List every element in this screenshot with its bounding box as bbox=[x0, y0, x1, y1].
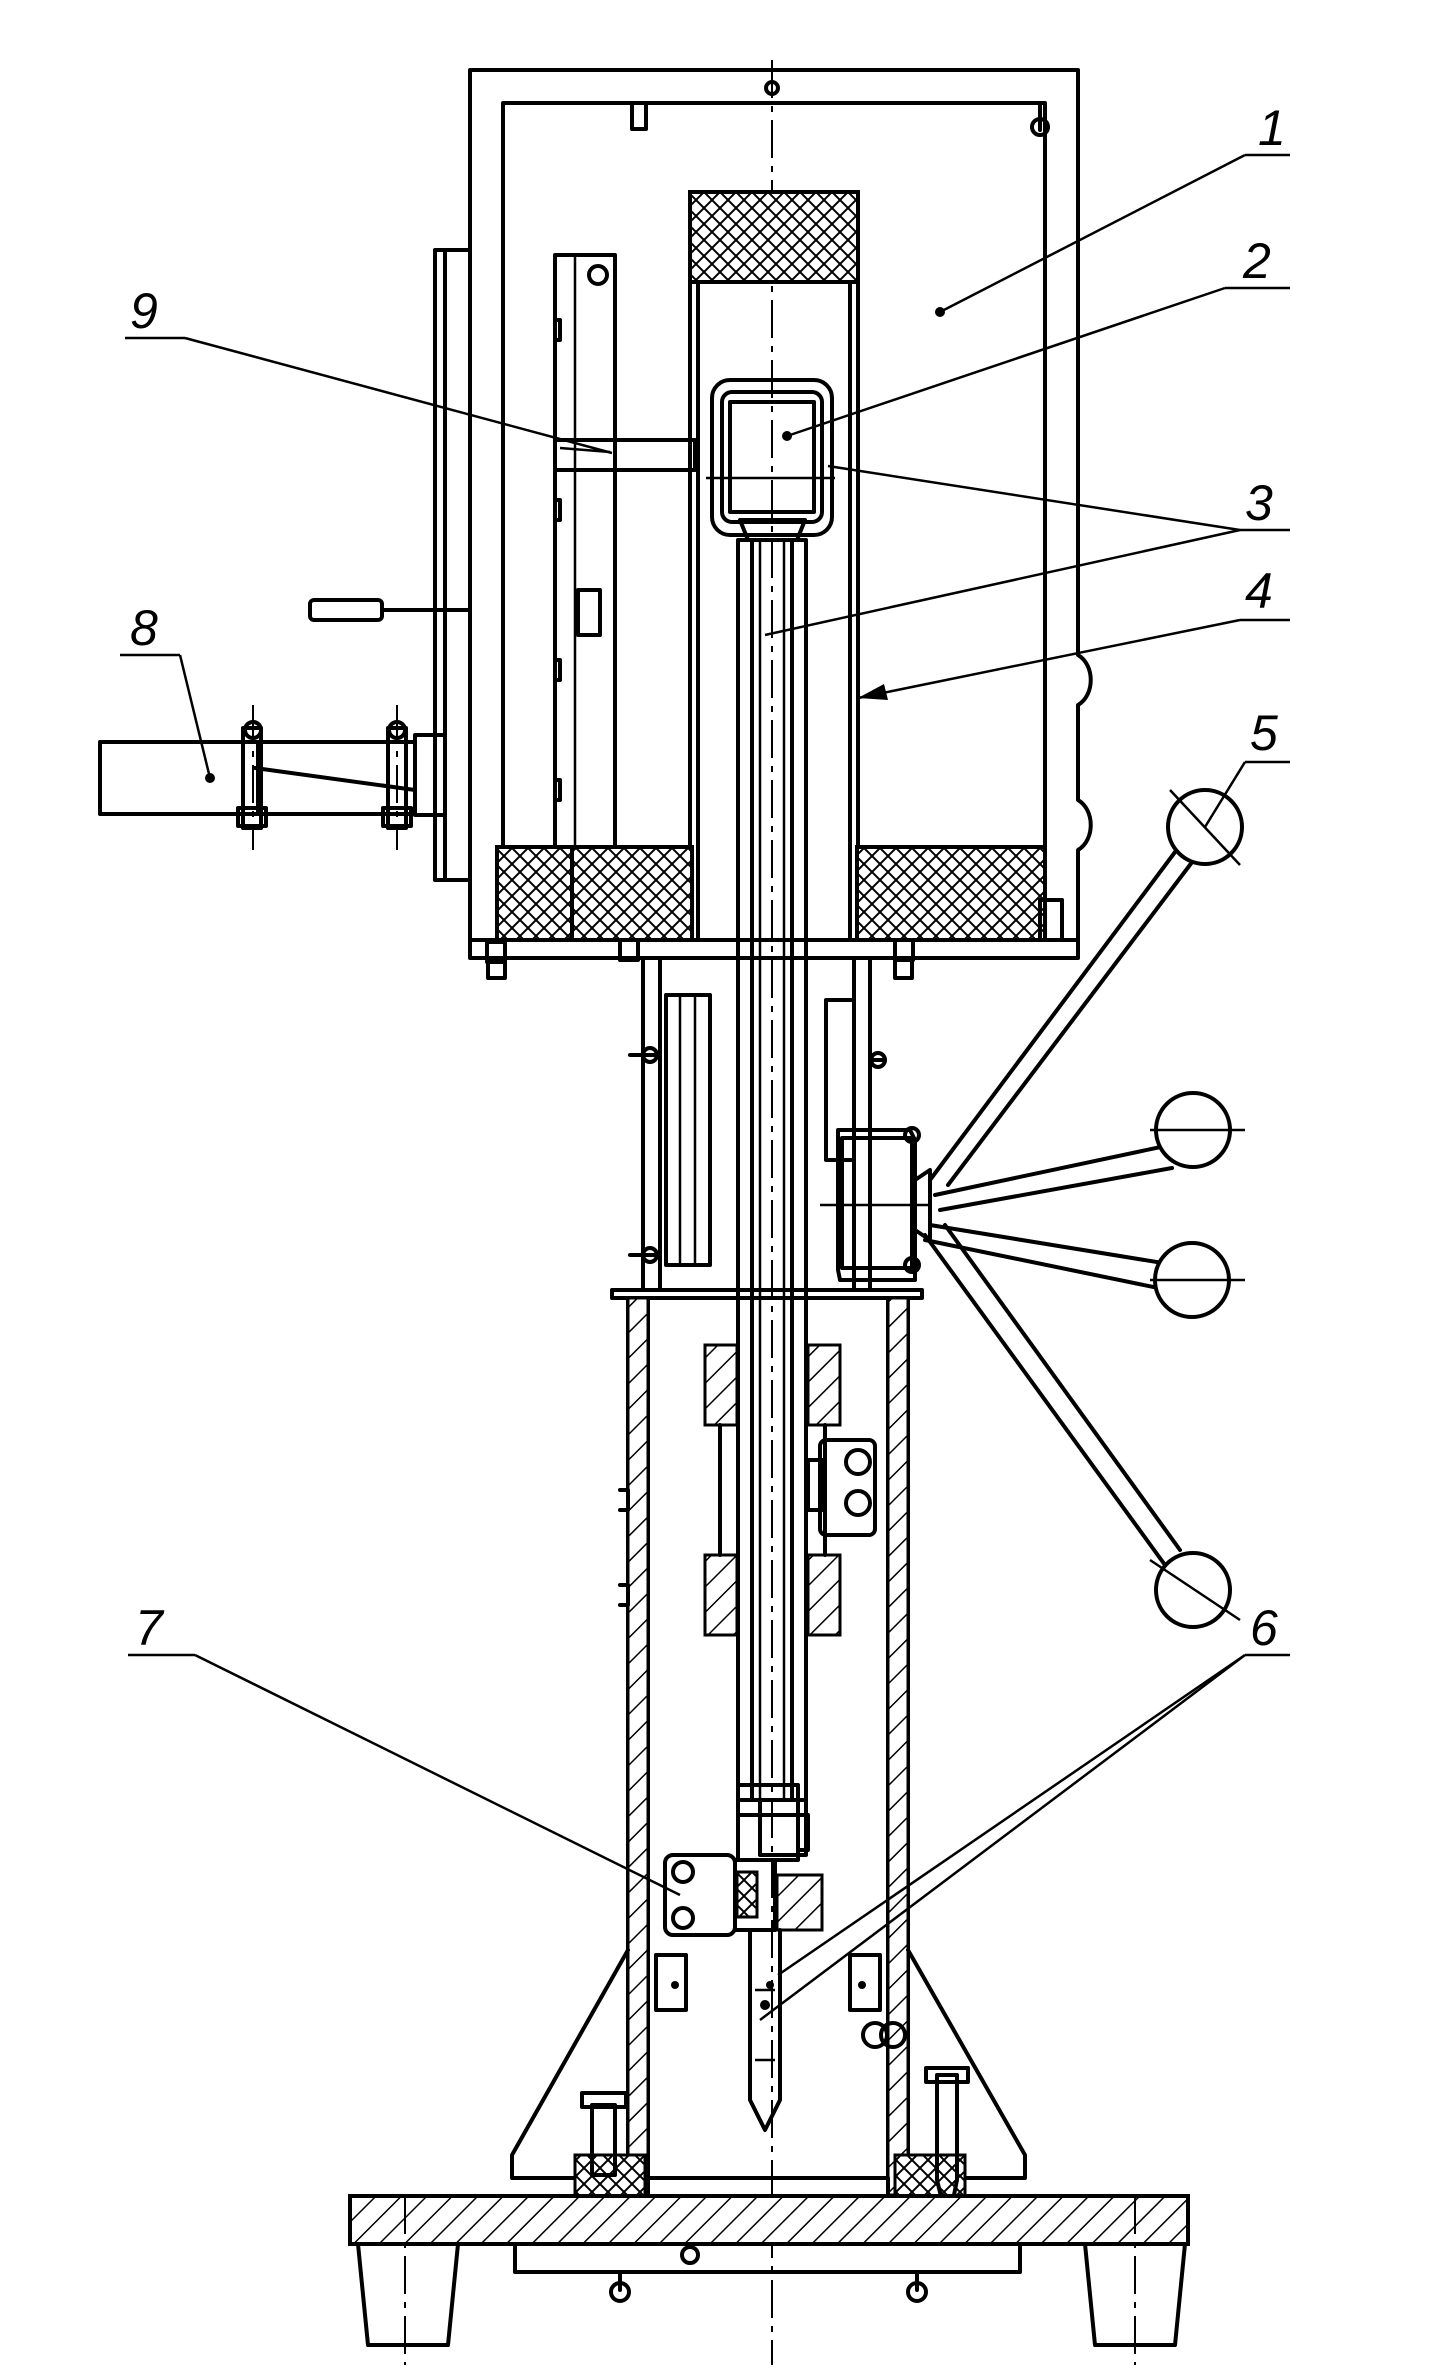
column-frame bbox=[628, 956, 887, 1292]
callout-label-1: 1 bbox=[1258, 100, 1286, 156]
callout-4: 4 bbox=[857, 563, 1290, 700]
callout-label-4: 4 bbox=[1245, 563, 1273, 619]
guide-rail bbox=[553, 253, 617, 857]
callout-6: 6 bbox=[759, 1600, 1290, 2021]
callout-1: 1 bbox=[935, 100, 1290, 317]
callout-9: 9 bbox=[125, 283, 613, 455]
lower-probe-assembly bbox=[663, 1783, 824, 2132]
callout-8: 8 bbox=[120, 600, 215, 783]
callout-7: 7 bbox=[128, 1600, 681, 1897]
callout-3: 3 bbox=[764, 464, 1290, 637]
bracket-8 bbox=[98, 705, 447, 850]
callout-label-2: 2 bbox=[1242, 233, 1271, 289]
floor-slab bbox=[348, 2194, 1190, 2365]
handwheel-levers bbox=[923, 788, 1245, 1629]
rod-bushings bbox=[703, 1343, 877, 1637]
callout-2: 2 bbox=[786, 233, 1290, 438]
callout-label-3: 3 bbox=[1245, 475, 1273, 531]
callout-label-8: 8 bbox=[130, 600, 158, 656]
callout-label-5: 5 bbox=[1250, 705, 1278, 761]
callout-label-7: 7 bbox=[135, 1600, 165, 1656]
callout-label-6: 6 bbox=[1250, 1600, 1278, 1656]
lever-hub-box bbox=[820, 1126, 932, 1282]
sample-holder bbox=[706, 378, 835, 537]
callout-5: 5 bbox=[1203, 705, 1290, 828]
side-pin bbox=[308, 598, 472, 622]
callout-label-9: 9 bbox=[130, 283, 158, 339]
housing-base-plate bbox=[468, 898, 1080, 980]
